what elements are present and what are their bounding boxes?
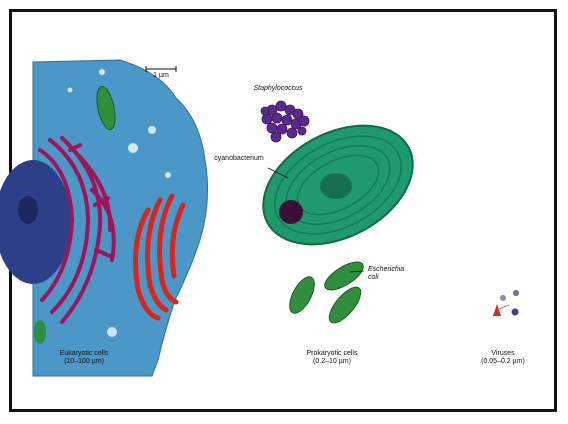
scale-bar-label: 1 µm [146, 72, 176, 80]
escherichia-coli-label-line1: Escherichia [368, 266, 428, 274]
virus-particles [493, 290, 519, 316]
nucleoid [320, 173, 352, 199]
prokaryotic-caption-title: Prokaryotic cells [292, 350, 372, 358]
vesicle [68, 88, 73, 93]
escherichia-coli-label-line2: coli [368, 274, 428, 282]
prokaryotic-caption: Prokaryotic cells (0.2–10 µm) [292, 350, 372, 366]
eukaryotic-caption-size: (10–100 µm) [44, 358, 124, 366]
staphylococcus-cluster [261, 101, 309, 142]
prokaryotic-caption-size: (0.2–10 µm) [292, 358, 372, 366]
eukaryotic-caption: Eukaryotic cells (10–100 µm) [44, 350, 124, 366]
escherichia-coli-label: Escherichia coli [368, 266, 428, 282]
nucleolus [18, 196, 38, 224]
vesicle [99, 69, 105, 75]
mitochondrion [34, 320, 46, 344]
viruses-caption-title: Viruses [468, 350, 538, 358]
carboxysome [279, 200, 303, 224]
eukaryotic-cell [0, 60, 208, 376]
e-coli-cells [285, 257, 368, 328]
eukaryotic-caption-title: Eukaryotic cells [44, 350, 124, 358]
staphylococcus-label: Staphylococcus [238, 85, 318, 93]
viruses-caption: Viruses (0.05–0.2 µm) [468, 350, 538, 366]
vesicle [107, 327, 117, 337]
vesicle [128, 143, 138, 153]
viruses-caption-size: (0.05–0.2 µm) [468, 358, 538, 366]
vesicle [148, 126, 156, 134]
vesicle [165, 172, 171, 178]
cyanobacterium-label: cyanobacterium [210, 155, 268, 163]
